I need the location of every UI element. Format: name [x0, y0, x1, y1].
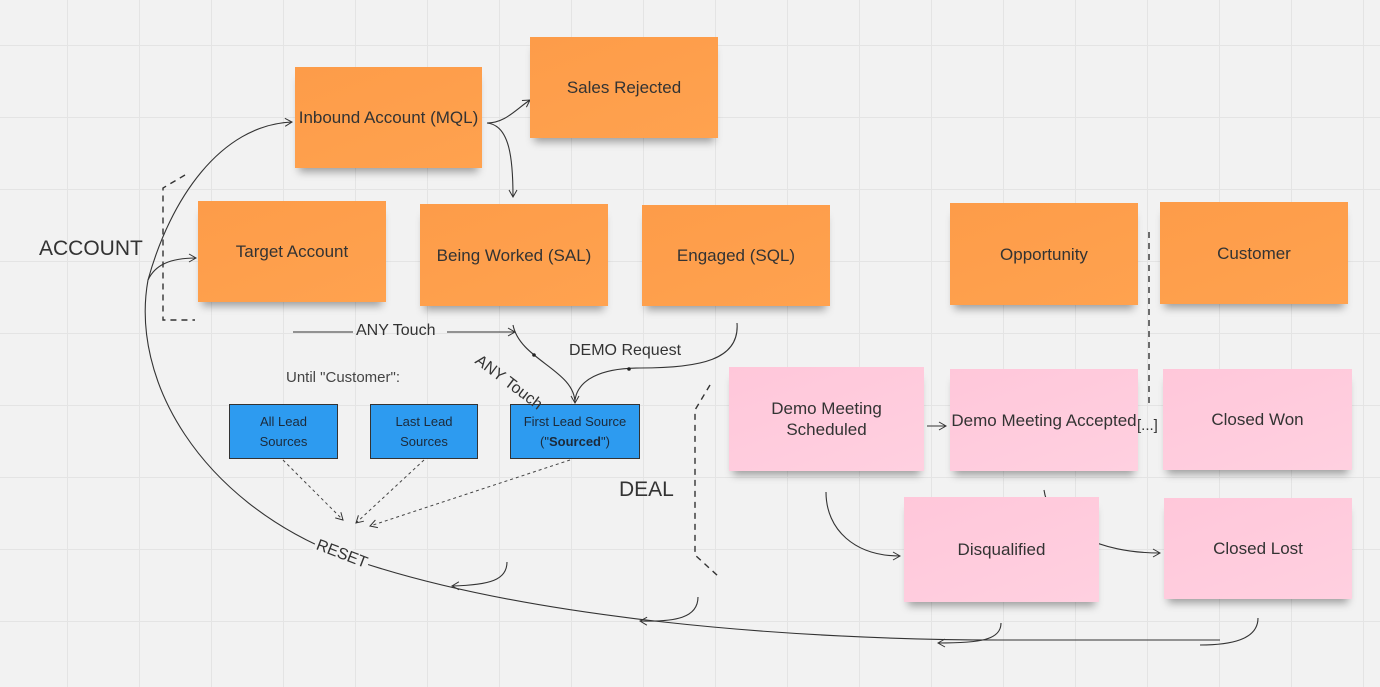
connector-return-1 — [450, 561, 508, 591]
account-bracket — [162, 174, 195, 321]
connector-label-ellipsis: [...] — [1137, 417, 1158, 434]
dotted-first-to-reset — [369, 459, 571, 529]
box-first-lead-source[interactable]: First Lead Source ("Sourced") — [510, 404, 640, 459]
connector-to-target — [147, 253, 198, 281]
box-all-lead-sources[interactable]: All Lead Sources — [229, 404, 338, 459]
sticky-closed-won[interactable]: Closed Won — [1163, 369, 1352, 470]
connector-label-any-touch-diagonal: ANY Touch — [471, 352, 546, 414]
connector-label-demo-request: DEMO Request — [569, 342, 682, 359]
sticky-opportunity[interactable]: Opportunity — [950, 203, 1138, 305]
first-lead-suffix: ") — [601, 433, 610, 449]
sticky-demo-accepted[interactable]: Demo Meeting Accepted — [950, 369, 1138, 471]
connector-label-reset: RESET — [311, 536, 372, 574]
sticky-being-worked[interactable]: Being Worked (SAL) — [420, 204, 608, 306]
dotted-last-to-reset — [355, 459, 425, 524]
sticky-demo-scheduled[interactable]: Demo Meeting Scheduled — [729, 367, 924, 471]
connector-demo-request — [574, 322, 738, 401]
sticky-sales-rejected[interactable]: Sales Rejected — [530, 37, 718, 138]
section-label-deal: DEAL — [619, 478, 674, 501]
sticky-disqualified[interactable]: Disqualified — [904, 497, 1099, 602]
connector-return-4 — [1199, 617, 1259, 646]
sticky-target-account[interactable]: Target Account — [198, 201, 386, 302]
box-all-lead-sources-label: All Lead Sources — [259, 413, 308, 449]
connector-inbound-to-being-worked — [486, 122, 518, 199]
sticky-inbound-account[interactable]: Inbound Account (MQL) — [295, 67, 482, 168]
sticky-engaged[interactable]: Engaged (SQL) — [642, 205, 830, 306]
box-last-lead-sources[interactable]: Last Lead Sources — [370, 404, 478, 459]
box-first-lead-source-label: First Lead Source ("Sourced") — [512, 412, 638, 452]
sticky-customer[interactable]: Customer — [1160, 202, 1348, 304]
first-lead-bold: Sourced — [548, 433, 601, 449]
connector-inbound-to-rejected — [486, 99, 531, 124]
lead-sources-heading: Until "Customer": — [286, 369, 401, 386]
connector-to-disqualified — [825, 491, 902, 561]
first-lead-prefix: First Lead Source (" — [523, 413, 627, 449]
section-label-account: ACCOUNT — [39, 237, 143, 260]
dotted-all-to-reset — [282, 459, 344, 521]
sticky-closed-lost[interactable]: Closed Lost — [1164, 498, 1352, 599]
connector-return-2 — [638, 596, 699, 626]
box-last-lead-sources-label: Last Lead Sources — [395, 413, 453, 449]
deal-bracket — [694, 384, 719, 577]
connector-label-any-touch: ANY Touch — [356, 322, 436, 339]
connector-return-3 — [936, 622, 1002, 648]
